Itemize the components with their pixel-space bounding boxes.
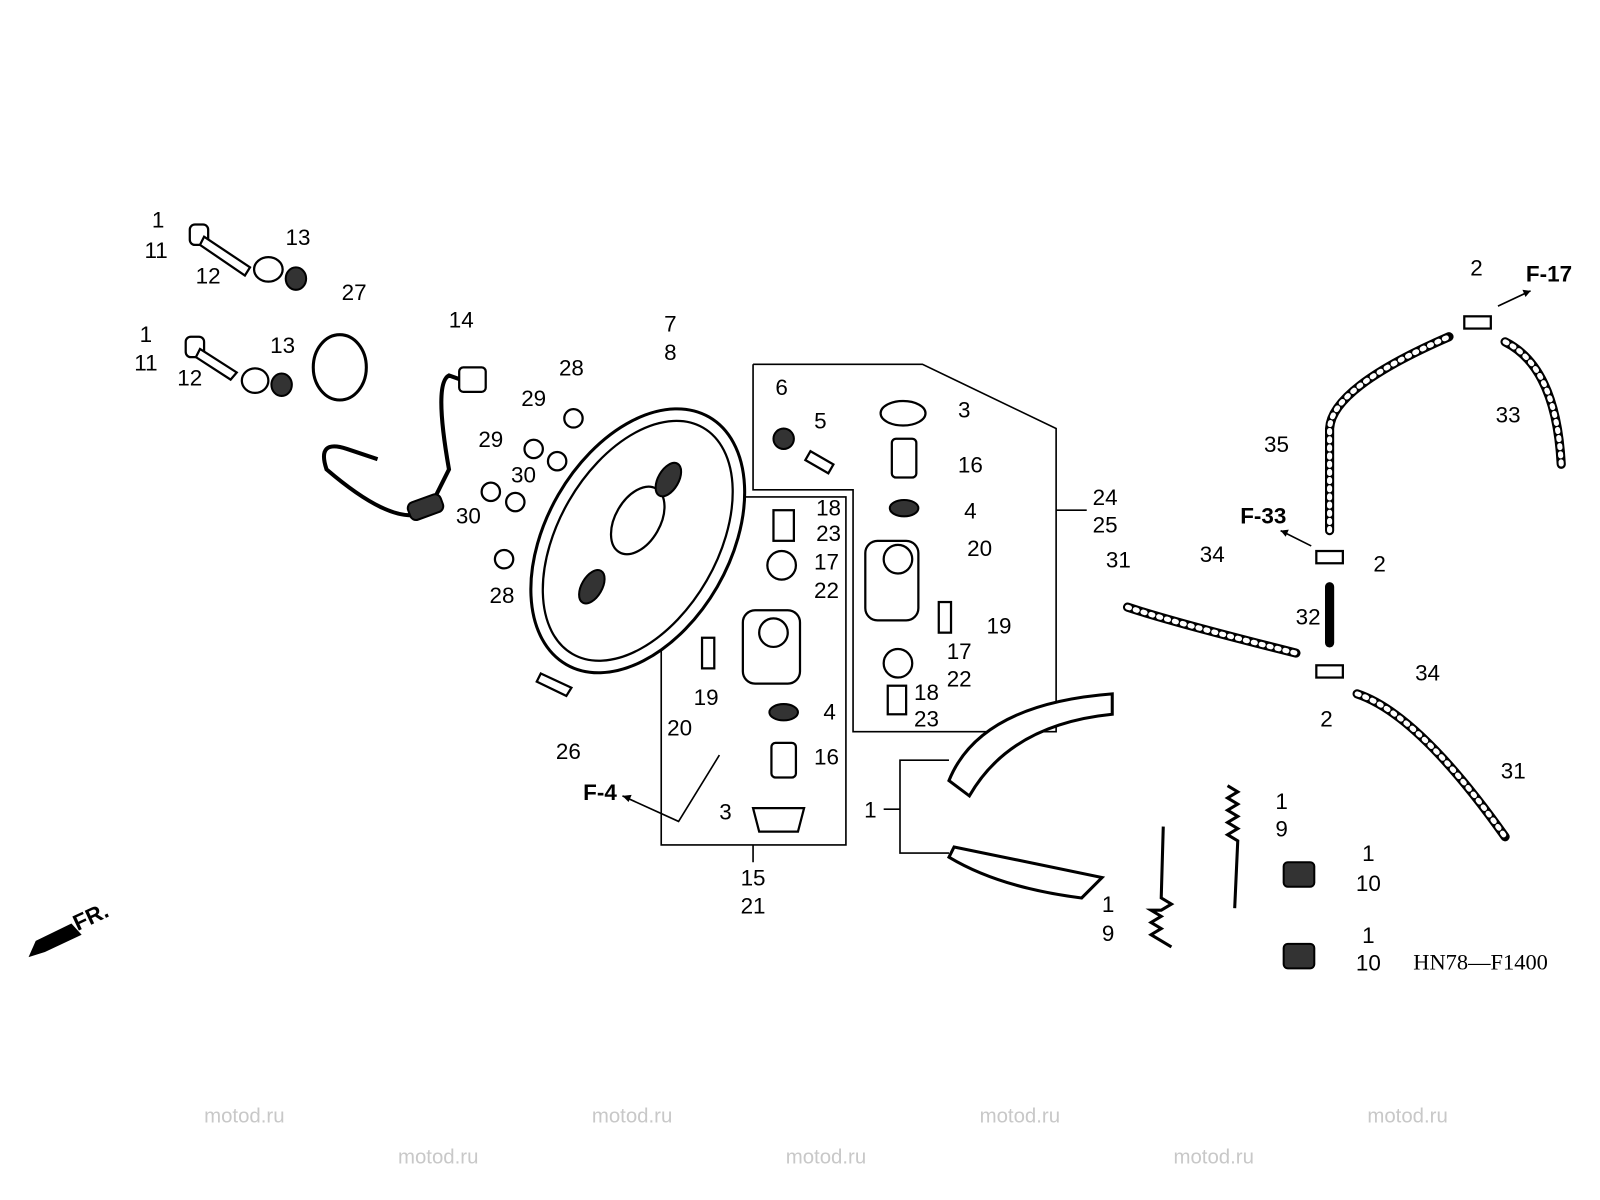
wheel-cylinder-upper	[772, 399, 953, 716]
brake-shoe-upper	[947, 692, 1114, 799]
callout: 1	[1362, 923, 1374, 948]
callout: 30	[511, 463, 536, 488]
spring-right	[1224, 784, 1241, 909]
group-box-24-25	[752, 363, 1057, 733]
callout: 16	[958, 452, 983, 477]
callout: 7	[664, 312, 676, 337]
pin-assembly-lower	[184, 335, 293, 397]
callout: 27	[342, 280, 367, 305]
callout: 17	[947, 639, 972, 664]
callout: 22	[947, 667, 972, 692]
wheel-cylinder-lower	[700, 509, 806, 833]
breather-hoses	[1122, 315, 1566, 842]
watermark-text: motod.ru	[398, 1146, 478, 1168]
callout: 28	[490, 583, 515, 608]
callout: 1	[152, 208, 164, 233]
callout: 25	[1093, 513, 1118, 538]
watermark-text: motod.ru	[786, 1146, 866, 1168]
callout: 13	[270, 333, 295, 358]
watermark-text: motod.ru	[980, 1105, 1060, 1127]
spring-left	[1145, 826, 1175, 949]
ref-f4[interactable]: F-4	[583, 780, 617, 805]
nuts-bolts	[480, 408, 584, 698]
callout: 17	[814, 549, 839, 574]
callout: 34	[1200, 542, 1225, 567]
callout: 11	[144, 238, 167, 263]
brake-pipe	[321, 366, 487, 522]
watermark-layer: motod.ru motod.ru motod.ru motod.ru motod.ru…	[204, 1105, 1448, 1168]
callout: 12	[196, 264, 221, 289]
group-box-15-21	[660, 496, 847, 846]
callout: 20	[667, 716, 692, 741]
watermark-text: motod.ru	[1173, 1146, 1253, 1168]
callout: 15	[741, 866, 766, 891]
callout: 13	[285, 225, 310, 250]
pin-assembly-upper	[188, 223, 308, 291]
callout: 24	[1093, 485, 1118, 510]
callout: 26	[556, 739, 581, 764]
front-arrow-icon	[28, 923, 82, 958]
callout: 28	[559, 356, 584, 381]
clip-lower	[1282, 942, 1316, 970]
watermark-text: motod.ru	[204, 1105, 284, 1127]
callout: 31	[1106, 547, 1131, 572]
callout: 6	[775, 375, 787, 400]
diagram-code: HN78—F1400	[1413, 949, 1548, 974]
callout: 1	[1275, 789, 1287, 814]
reference-arrows	[622, 289, 1531, 823]
bracket-1-shoes	[899, 759, 949, 854]
callout: 23	[914, 707, 939, 732]
watermark-text: motod.ru	[592, 1105, 672, 1127]
callout: 31	[1501, 759, 1526, 784]
callout: 10	[1356, 950, 1381, 975]
callout: 4	[964, 498, 976, 523]
callout: 16	[814, 744, 839, 769]
brake-panel	[529, 407, 747, 675]
callout: 5	[814, 409, 826, 434]
callout: 32	[1296, 604, 1321, 629]
callout: 33	[1496, 402, 1521, 427]
callout-labels: 1 11 13 12 1 11 13 12 27 14 7 8 28 29 29…	[134, 208, 1525, 976]
o-ring	[311, 333, 368, 402]
callout: 9	[1102, 921, 1114, 946]
ref-f17[interactable]: F-17	[1526, 262, 1572, 287]
callout: 2	[1320, 707, 1332, 732]
callout: 1	[1362, 841, 1374, 866]
callout: 4	[823, 699, 835, 724]
callout: 34	[1415, 661, 1440, 686]
callout: 3	[719, 799, 731, 824]
callout: 18	[816, 495, 841, 520]
callout: 1	[864, 797, 876, 822]
callout: 2	[1470, 256, 1482, 281]
callout: 29	[478, 427, 503, 452]
callout: 1	[1102, 892, 1114, 917]
callout: 12	[177, 366, 202, 391]
callout: 29	[521, 386, 546, 411]
callout: 19	[986, 614, 1011, 639]
callout: 14	[449, 308, 474, 333]
callout: 23	[816, 521, 841, 546]
callout: 11	[134, 350, 157, 375]
callout: 9	[1275, 817, 1287, 842]
callout: 20	[967, 536, 992, 561]
callout: 30	[456, 503, 481, 528]
watermark-text: motod.ru	[1367, 1105, 1447, 1127]
callout: 22	[814, 578, 839, 603]
callout: 1	[140, 322, 152, 347]
callout: 8	[664, 340, 676, 365]
callout: 35	[1264, 432, 1289, 457]
callout: 2	[1373, 551, 1385, 576]
callout: 18	[914, 680, 939, 705]
callout: 3	[958, 397, 970, 422]
ref-f33[interactable]: F-33	[1240, 503, 1286, 528]
brake-shoe-lower	[946, 845, 1106, 900]
clip-upper	[1282, 861, 1316, 888]
callout: 21	[741, 893, 766, 918]
callout: 10	[1356, 871, 1381, 896]
callout: 19	[694, 685, 719, 710]
